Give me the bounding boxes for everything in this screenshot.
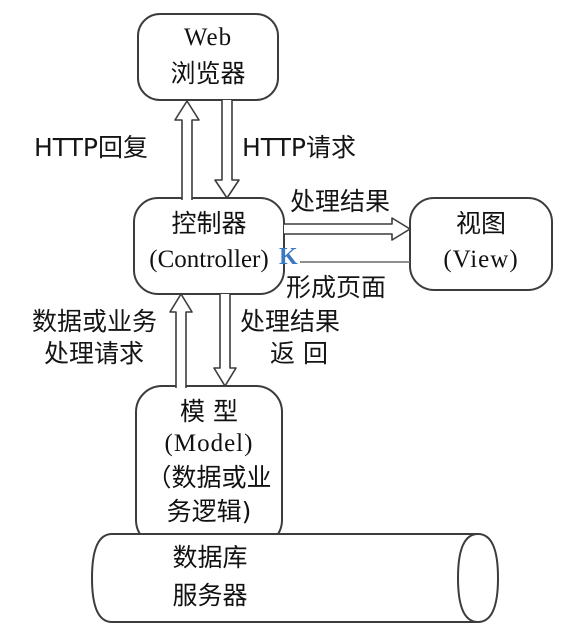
database-cylinder xyxy=(90,533,500,623)
controller-title: 控制器 xyxy=(171,209,247,238)
model-return-label-line2: 返 回 xyxy=(270,339,328,368)
http-request-label: HTTP请求 xyxy=(242,133,356,162)
model-subtitle: (Model) xyxy=(164,430,254,457)
http-request-arrow xyxy=(214,100,240,199)
controller-box xyxy=(133,197,285,295)
browser-subtitle: 浏览器 xyxy=(170,59,246,88)
view-box xyxy=(409,197,553,291)
http-reply-label: HTTP回复 xyxy=(34,133,148,162)
browser-box xyxy=(137,13,279,101)
model-return-arrow xyxy=(213,294,237,387)
model-request-label-line2: 处理请求 xyxy=(44,339,145,368)
model-request-label-line1: 数据或业务 xyxy=(32,307,158,336)
database-subtitle: 服务器 xyxy=(172,581,248,610)
browser-title: Web xyxy=(183,24,233,51)
http-reply-arrow xyxy=(174,100,200,200)
view-return-arrowhead: K xyxy=(279,244,298,270)
controller-subtitle: (Controller) xyxy=(149,246,269,273)
view-subtitle: (View) xyxy=(443,246,519,273)
controller-to-view-arrow xyxy=(284,217,411,241)
model-description-line1: （数据或业 xyxy=(146,463,272,492)
model-request-arrow xyxy=(169,293,193,388)
view-title: 视图 xyxy=(455,209,506,238)
to-view-result-label: 处理结果 xyxy=(290,187,391,216)
model-description-line2: 务逻辑) xyxy=(166,497,252,526)
model-return-label-line1: 处理结果 xyxy=(240,307,341,336)
model-title: 模 型 xyxy=(180,397,238,426)
form-page-label: 形成页面 xyxy=(286,273,387,302)
database-title: 数据库 xyxy=(172,543,248,572)
